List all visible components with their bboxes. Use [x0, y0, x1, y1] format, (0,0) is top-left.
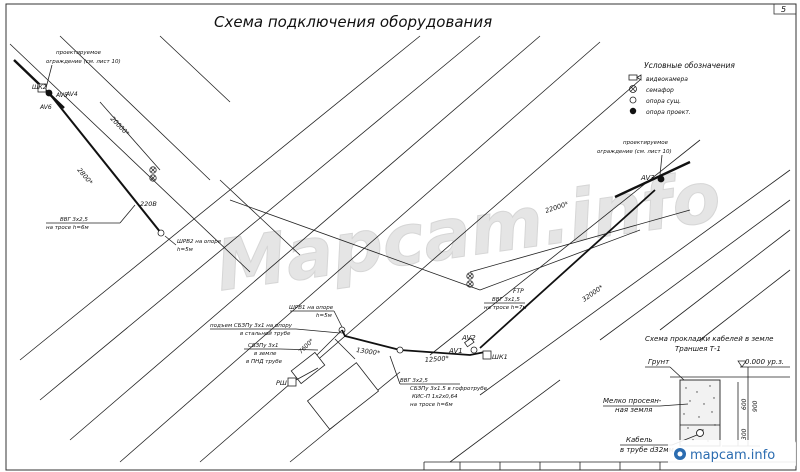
trench-level-label: 0.000 ур.з. [745, 358, 784, 366]
trench-dim-600: 600 [741, 398, 748, 410]
box-rsh-label: РШ [276, 379, 287, 387]
left-dim-b: 2800* [75, 166, 94, 187]
box-shk2 [37, 83, 47, 93]
center-riser-1: подъем СБЗПу 3х1 на опору [210, 323, 293, 329]
right-fence-note-1: проектируемое [623, 140, 669, 146]
left-fence-note-2: ограждение (см. лист 10) [46, 59, 121, 65]
road-lines [9, 35, 791, 463]
building-b [306, 362, 380, 430]
camera-lens-icon [636, 74, 642, 81]
trench-ground-label: Грунт [648, 358, 670, 366]
right-cable-note-2: на тросе h=7м [484, 305, 527, 311]
projected-pole-icon [629, 107, 637, 115]
center-ground-3: в ПНД трубе [246, 359, 283, 365]
trench-cable-note-2: в трубе d32мм [620, 446, 674, 454]
center-av2-label: AV2 [461, 334, 476, 342]
drawing-title: Схема подключения оборудования [214, 13, 492, 31]
trench-subtitle: Траншея Т-1 [675, 345, 721, 353]
level-marker-icon [737, 360, 747, 368]
footer-brand: mapcam.info [668, 440, 796, 468]
left-cable-note-1: ВВГ 3х2,5 [60, 217, 88, 223]
left-av6-label: AV6 [39, 104, 52, 111]
center-cable-note-3: КИС-П 1х2х0,64 [412, 394, 458, 400]
box-rsh [287, 377, 297, 387]
center-cable-note-1: ВВГ 3х2,5 [400, 378, 428, 384]
left-group: проектируемое ограждение (см. лист 10) Ш… [13, 50, 222, 253]
trench-soil-note-2: ная земля [615, 406, 652, 414]
box-shk2-label: ШК2 [32, 84, 47, 91]
right-cable [479, 189, 656, 349]
center-ground-1: СБЗПу 3х1 [248, 343, 279, 349]
legend: Условные обозначения видеокамера семафор… [628, 61, 735, 116]
center-dim-13000: 13000* [356, 346, 382, 357]
building-a [290, 351, 326, 385]
camera-icon [628, 74, 638, 81]
center-panel-1: ШРВ1 на опоре [289, 305, 334, 311]
left-av4-label: AV4 [65, 91, 78, 98]
right-fence [614, 160, 691, 199]
right-ftp: FTP [513, 288, 524, 295]
left-traffic-light [149, 166, 157, 182]
center-mid-pole [396, 346, 404, 354]
right-traffic-light [466, 272, 474, 288]
center-riser-2: в стальной трубе [240, 331, 291, 337]
sheet-frame [5, 3, 797, 471]
left-av5-label: AV5 [55, 92, 68, 99]
center-av-pole [470, 346, 478, 354]
center-cable-note-4: на тросе h=6м [410, 402, 453, 408]
legend-label-camera: видеокамера [646, 76, 688, 83]
trench-soil-note-1: Мелко просеян- [603, 397, 662, 405]
left-cable [48, 92, 162, 234]
box-shk1-label: ШК1 [492, 353, 508, 361]
footer-brand-text: mapcam.info [690, 448, 775, 463]
left-panel-1: ШРВ2 на опоре [177, 239, 222, 245]
right-cable-note-1: ВВГ 3х1,5 [492, 297, 520, 303]
center-dim-7600: 7600* [297, 338, 315, 356]
center-panel-2: h=5м [316, 313, 332, 319]
right-fence-note-2: ограждение (см. лист 10) [597, 149, 672, 155]
right-projected-pole [657, 175, 665, 183]
trench-dim-300: 300 [741, 428, 748, 440]
sheet-number-cell [773, 3, 797, 15]
left-panel-2: h=5м [177, 247, 193, 253]
legend-title: Условные обозначения [644, 61, 735, 70]
left-cable-note-2: на тросе h=6м [46, 225, 89, 231]
trench-pipe [696, 429, 704, 437]
traffic-light-icon [629, 85, 637, 93]
left-existing-pole [157, 229, 165, 237]
right-dim-32000: 32000* [581, 283, 606, 304]
center-av1-label: AV1 [448, 347, 463, 355]
box-shk1 [482, 350, 492, 360]
trench-dim-900: 900 [752, 400, 759, 412]
center-dim-12500: 12500* [425, 354, 450, 364]
trench-title: Схема прокладки кабелей в земле [645, 335, 773, 343]
left-dim-a: 20000* [109, 115, 132, 138]
legend-label-traffic-light: семафор [646, 87, 674, 94]
right-av3-label: AV3 [640, 174, 655, 182]
left-voltage: 220В [140, 200, 157, 208]
center-cable-note-2: СБЗПу 3х1.5 в гофротрубе [410, 386, 488, 392]
trench-detail: Схема прокладки кабелей в земле Траншея … [603, 335, 790, 454]
legend-label-existing-pole: опора сущ. [646, 98, 681, 105]
center-ground-2: в земле [254, 351, 277, 357]
center-camera-av2 [464, 337, 475, 348]
left-fence-note-1: проектируемое [56, 50, 102, 56]
legend-label-projected-pole: опора проект. [646, 109, 691, 116]
sheet-number: 5 [781, 5, 786, 14]
trench-cable-note-1: Кабель [626, 436, 652, 444]
existing-pole-icon [629, 96, 637, 104]
